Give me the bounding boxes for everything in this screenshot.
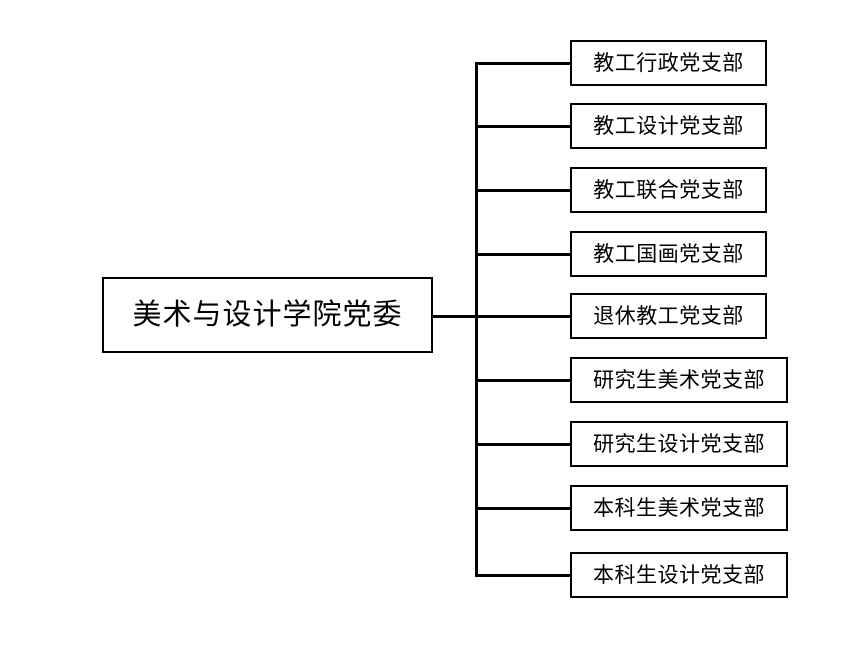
org-node-child-7: 研究生设计党支部 bbox=[570, 421, 788, 467]
org-node-child-9-label: 本科生设计党支部 bbox=[593, 562, 765, 587]
org-node-child-4: 教工国画党支部 bbox=[570, 231, 767, 277]
org-node-child-3: 教工联合党支部 bbox=[570, 167, 767, 213]
root-stem-connector bbox=[433, 315, 478, 318]
branch-connector-5 bbox=[475, 315, 571, 318]
org-node-child-5: 退休教工党支部 bbox=[570, 293, 767, 339]
branch-connector-9 bbox=[475, 574, 571, 577]
org-node-child-2-label: 教工设计党支部 bbox=[593, 113, 744, 138]
org-node-child-7-label: 研究生设计党支部 bbox=[593, 431, 765, 456]
org-node-root: 美术与设计学院党委 bbox=[102, 277, 433, 353]
branch-connector-2 bbox=[475, 125, 571, 128]
branch-connector-6 bbox=[475, 379, 571, 382]
org-node-child-9: 本科生设计党支部 bbox=[570, 552, 788, 598]
branch-connector-7 bbox=[475, 443, 571, 446]
org-node-root-label: 美术与设计学院党委 bbox=[132, 298, 403, 331]
org-node-child-1-label: 教工行政党支部 bbox=[593, 50, 744, 75]
org-node-child-6: 研究生美术党支部 bbox=[570, 357, 788, 403]
branch-connector-8 bbox=[475, 507, 571, 510]
org-node-child-4-label: 教工国画党支部 bbox=[593, 241, 744, 266]
branch-connector-3 bbox=[475, 189, 571, 192]
org-node-child-6-label: 研究生美术党支部 bbox=[593, 367, 765, 392]
trunk-connector bbox=[475, 62, 478, 576]
branch-connector-4 bbox=[475, 253, 571, 256]
org-node-child-2: 教工设计党支部 bbox=[570, 103, 767, 149]
org-node-child-5-label: 退休教工党支部 bbox=[593, 303, 744, 328]
org-node-child-3-label: 教工联合党支部 bbox=[593, 177, 744, 202]
org-node-child-1: 教工行政党支部 bbox=[570, 40, 767, 86]
org-node-child-8: 本科生美术党支部 bbox=[570, 485, 788, 531]
org-node-child-8-label: 本科生美术党支部 bbox=[593, 495, 765, 520]
branch-connector-1 bbox=[475, 62, 571, 65]
